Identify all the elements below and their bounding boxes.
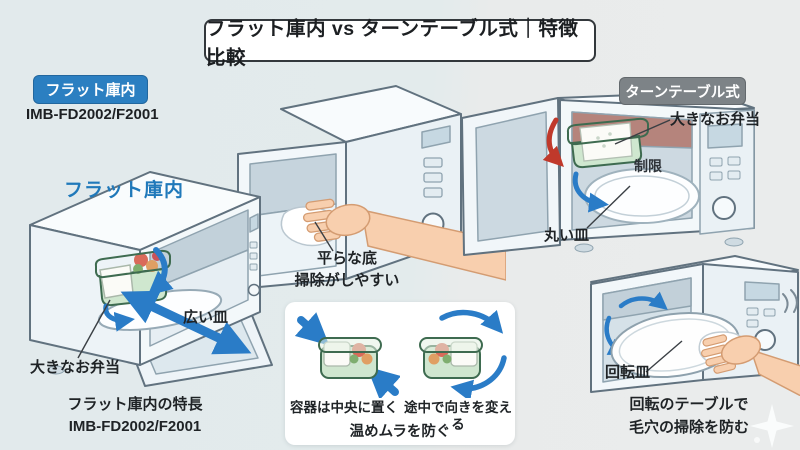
tip-prevent-uneven-label: 温めムラを防ぐ — [349, 424, 451, 440]
flat-bottom-label-line2: 掃除がしやすい — [294, 272, 400, 289]
rotation-arrow-red-icon — [542, 117, 564, 167]
round-plate-label: 丸い皿 — [544, 227, 590, 244]
turntable-caption-line1: 回転のテーブルで — [629, 396, 749, 413]
sparkle-icon — [750, 404, 794, 448]
flat-cavity-badge-label: フラット庫内 — [45, 82, 136, 99]
move-arrow-icon — [120, 290, 252, 355]
page-title: フラット庫内 vs ターンテーブル式｜特徴比較 — [206, 17, 579, 69]
big-bento-label-left: 大きなお弁当 — [30, 359, 121, 376]
turntable-plate — [584, 168, 700, 224]
turntable-caption-line2: 毛穴の掃除を防む — [628, 419, 749, 436]
turntable-microwave-scene — [461, 91, 755, 256]
turntable-badge-label: ターンテーブル式 — [625, 84, 740, 101]
tip-turn-halfway-icon — [419, 309, 507, 398]
control-panel — [247, 213, 261, 297]
flat-microwave-scene — [29, 171, 273, 387]
turn-plate-label: 回転皿 — [605, 364, 651, 381]
flat-cavity-badge: フラット庫内 — [33, 75, 148, 104]
flat-caption-line1: フラット庫内の特長 — [67, 396, 203, 413]
tip-turn-halfway-label: 途中で向きを変える — [404, 400, 512, 432]
bento-box — [318, 337, 382, 379]
hand-wiping-icon — [698, 331, 800, 396]
wide-plate-label: 広い皿 — [183, 309, 229, 326]
title-box: フラット庫内 vs ターンテーブル式｜特徴比較 — [204, 18, 596, 69]
flat-bottom-label-line1: 平らな底 — [316, 250, 377, 267]
turntable-badge: ターンテーブル式 — [619, 77, 746, 105]
flat-cavity-label: フラット庫内 — [64, 180, 185, 201]
control-panel — [699, 109, 755, 235]
tip-place-center-label: 容器は中央に置く — [290, 400, 398, 415]
limit-label: 制限 — [634, 158, 662, 174]
bento-box — [419, 337, 483, 379]
flat-model-number: IMB-FD2002/F2001 — [26, 106, 159, 123]
tip-place-center-icon — [295, 312, 400, 398]
big-bento-label-right: 大きなお弁当 — [670, 111, 761, 128]
open-door — [461, 97, 561, 256]
flat-caption-line2: IMB-FD2002/F2001 — [68, 418, 202, 435]
